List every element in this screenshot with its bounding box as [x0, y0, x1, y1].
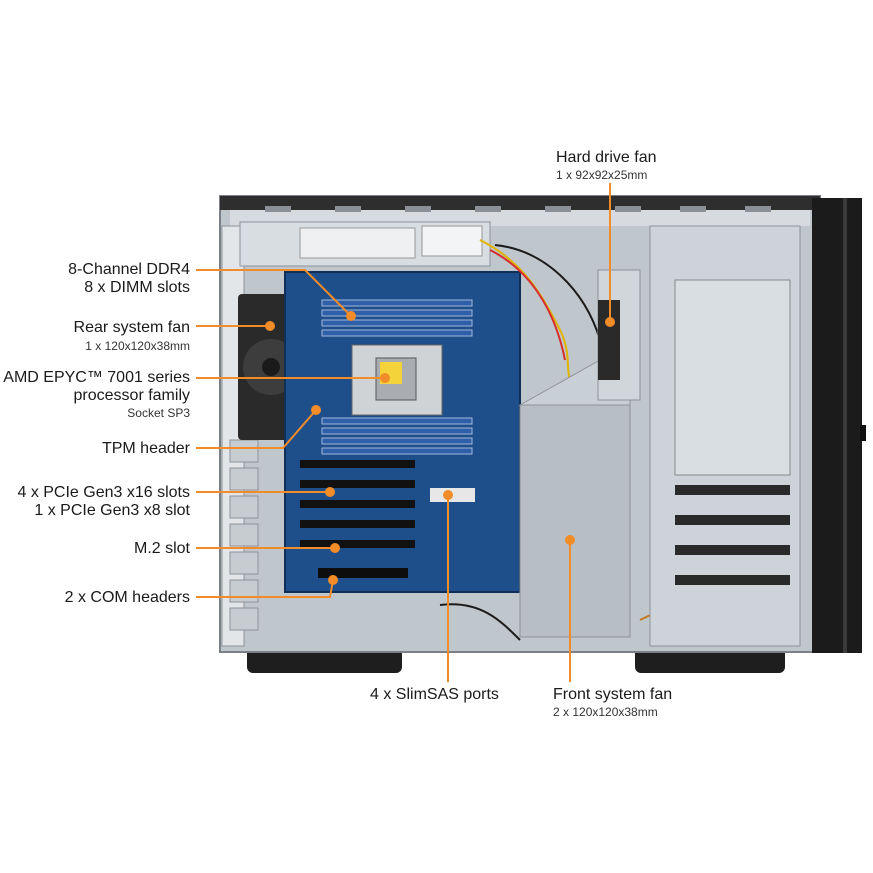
ddr4-line2: 8 x DIMM slots	[84, 279, 190, 296]
com-title: 2 x COM headers	[64, 589, 190, 606]
motherboard-illustration	[284, 271, 521, 593]
chassis-top-rail	[220, 196, 820, 210]
cpu-line2: processor family	[73, 387, 190, 404]
air-shroud	[519, 404, 631, 638]
front-bezel	[812, 198, 862, 653]
front-fan-title: Front system fan	[553, 686, 673, 703]
slimsas-title: 4 x SlimSAS ports	[370, 686, 499, 703]
rear-fan-title: Rear system fan	[73, 319, 190, 336]
pcie-line2: 1 x PCIe Gen3 x8 slot	[34, 502, 190, 519]
hdd-fan-title: Hard drive fan	[556, 149, 657, 166]
callout-lines	[196, 183, 611, 682]
tpm-title: TPM header	[101, 440, 190, 457]
hdd-fan-spec: 1 x 92x92x25mm	[556, 168, 648, 182]
rear-fan-spec: 1 x 120x120x38mm	[85, 339, 190, 353]
expansion-brackets	[229, 439, 259, 631]
ddr4-line1: 8-Channel DDR4	[68, 261, 190, 278]
m2-title: M.2 slot	[133, 540, 190, 557]
cpu-line1: AMD EPYC™ 7001 series	[3, 369, 190, 386]
cpu-socket: Socket SP3	[127, 406, 190, 420]
front-fan-spec: 2 x 120x120x38mm	[553, 705, 658, 719]
pcie-line1: 4 x PCIe Gen3 x16 slots	[17, 484, 190, 501]
callout-dot-marker	[265, 311, 615, 585]
